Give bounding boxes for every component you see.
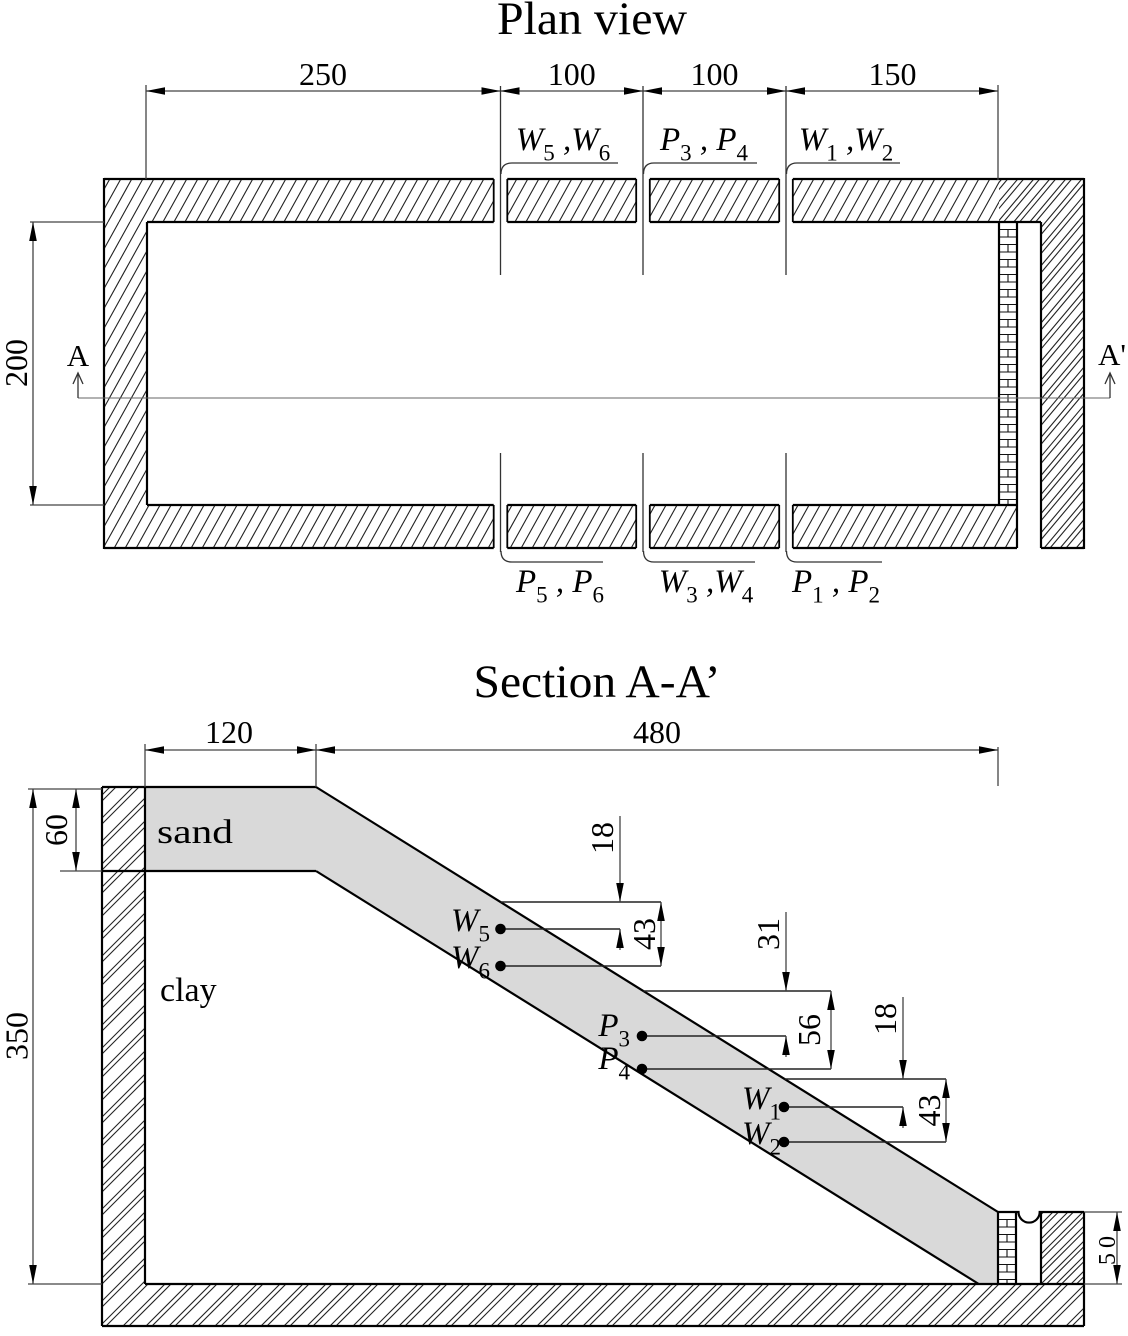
svg-text:50: 50 bbox=[1095, 1231, 1121, 1265]
svg-text:350: 350 bbox=[0, 1012, 35, 1060]
svg-text:250: 250 bbox=[299, 56, 347, 92]
svg-text:W6: W6 bbox=[451, 940, 490, 984]
svg-text:31: 31 bbox=[750, 918, 786, 950]
svg-text:P3 , P4: P3 , P4 bbox=[659, 122, 749, 166]
svg-text:100: 100 bbox=[548, 56, 596, 92]
svg-text:Section A-A’: Section A-A’ bbox=[474, 656, 721, 708]
svg-text:120: 120 bbox=[205, 714, 253, 750]
svg-text:43: 43 bbox=[911, 1095, 947, 1127]
svg-text:W3 ,W4: W3 ,W4 bbox=[659, 564, 754, 608]
svg-text:56: 56 bbox=[791, 1014, 827, 1046]
svg-text:A': A' bbox=[1098, 337, 1126, 372]
svg-text:W2: W2 bbox=[742, 1116, 781, 1160]
svg-text:18: 18 bbox=[867, 1003, 903, 1035]
svg-text:P4: P4 bbox=[597, 1041, 630, 1085]
svg-text:100: 100 bbox=[691, 56, 739, 92]
svg-text:W5 ,W6: W5 ,W6 bbox=[516, 122, 611, 166]
svg-text:clay: clay bbox=[160, 972, 217, 1009]
svg-text:W1 ,W2: W1 ,W2 bbox=[799, 122, 894, 166]
svg-text:P5 , P6: P5 , P6 bbox=[515, 564, 604, 608]
svg-text:P1 , P2: P1 , P2 bbox=[791, 564, 880, 608]
svg-text:A: A bbox=[67, 338, 90, 373]
svg-text:60: 60 bbox=[38, 814, 74, 846]
svg-text:200: 200 bbox=[0, 339, 34, 387]
svg-text:43: 43 bbox=[626, 918, 662, 950]
svg-text:Plan view: Plan view bbox=[497, 0, 687, 45]
svg-text:480: 480 bbox=[633, 714, 681, 750]
svg-text:150: 150 bbox=[869, 56, 917, 92]
svg-text:18: 18 bbox=[584, 822, 620, 854]
svg-text:P3: P3 bbox=[597, 1008, 630, 1052]
svg-text:W1: W1 bbox=[742, 1081, 781, 1125]
svg-text:sand: sand bbox=[157, 814, 233, 851]
svg-text:W5: W5 bbox=[451, 903, 490, 947]
